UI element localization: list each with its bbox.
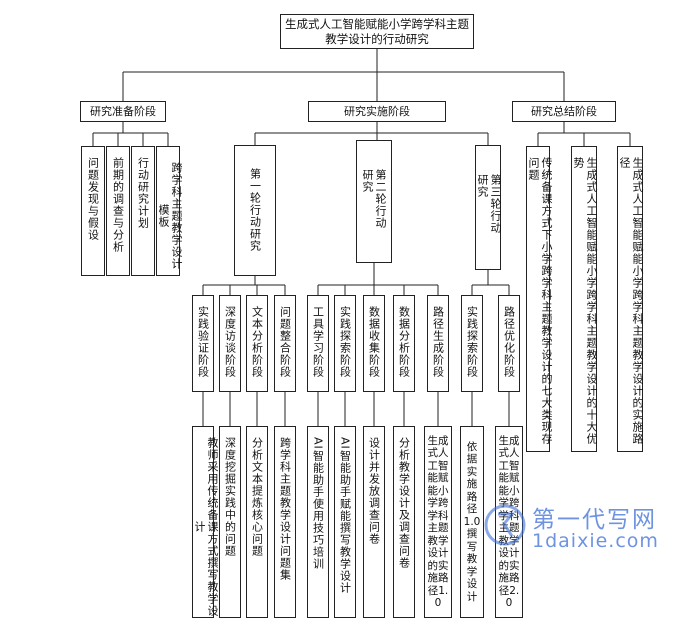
phase-impl-node: 研究实施阶段 <box>308 101 446 122</box>
outcome-9: 生成式人工智能赋能小学跨学科主题教学设计的实施路径1.0 <box>424 426 452 618</box>
stage-8: 数据分析阶段 <box>393 295 415 392</box>
stage-6: 实践探索阶段 <box>334 295 356 392</box>
outcome-3: 分析文本提炼核心问题 <box>246 426 268 618</box>
outcome-5: AI智能助手使用技巧培训 <box>307 426 329 618</box>
phase-summary-node: 研究总结阶段 <box>512 101 616 122</box>
stage-11: 路径优化阶段 <box>498 295 520 392</box>
outcome-8: 分析教学设计及调查问卷 <box>393 426 415 618</box>
root-node: 生成式人工智能赋能小学跨学科主题 教学设计的行动研究 <box>280 14 474 49</box>
stage-1: 实践验证阶段 <box>192 295 214 392</box>
stage-7: 数据收集阶段 <box>363 295 385 392</box>
summary-item-2: 生成式人工智能赋能小学跨学科主题教学设计的十大优势 <box>571 146 598 452</box>
summary-item-3: 生成式人工智能赋能小学跨学科主题教学设计的实施路径 <box>617 146 644 452</box>
round-3-node: 第三轮行动研究 <box>475 145 502 270</box>
outcome-1: 教师采用传统备课方式撰写教学设计 <box>192 426 219 618</box>
round-1-node: 第一轮行动研究 <box>234 145 276 276</box>
stage-10: 实践探索阶段 <box>461 295 483 392</box>
outcome-10: 依据实施路径1.0撰写教学设计 <box>460 426 484 618</box>
prep-item-1: 问题发现与假设 <box>81 146 105 276</box>
phase-prep-node: 研究准备阶段 <box>80 101 166 122</box>
prep-item-3: 行动研究计划 <box>131 146 155 276</box>
outcome-6: AI智能助手赋能撰写教学设计 <box>334 426 356 618</box>
stage-9: 路径生成阶段 <box>427 295 449 392</box>
outcome-7: 设计并发放调查问卷 <box>363 426 385 618</box>
prep-item-2: 前期的调查与分析 <box>106 146 130 276</box>
round-2-node: 第二轮行动研究 <box>356 140 392 263</box>
outcome-11: 生成式人工智能赋能小学跨学科主题教学设计的实施路径2.0 <box>495 426 523 618</box>
stage-5: 工具学习阶段 <box>307 295 329 392</box>
summary-item-1: 传统备课方式下小学跨学科主题教学设计的七大类现存问题 <box>526 146 553 452</box>
stage-4: 问题整合阶段 <box>274 295 296 392</box>
outcome-2: 深度挖掘实践中的问题 <box>219 426 241 618</box>
outcome-4: 跨学科主题教学设计问题集 <box>274 426 296 618</box>
stage-2: 深度访谈阶段 <box>219 295 241 392</box>
prep-item-4: 跨学科主题教学设计模板 <box>156 146 183 276</box>
stage-3: 文本分析阶段 <box>246 295 268 392</box>
